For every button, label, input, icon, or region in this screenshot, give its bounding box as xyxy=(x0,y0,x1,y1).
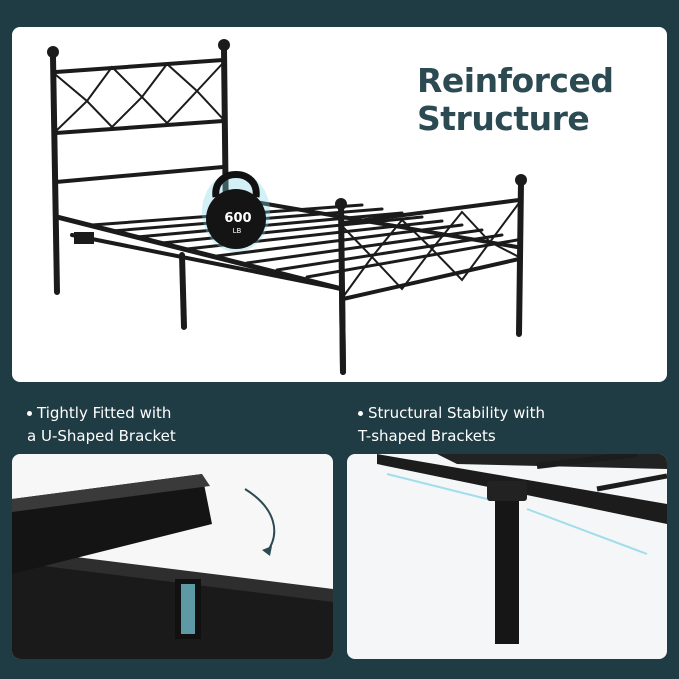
rotate-arrow-icon xyxy=(244,488,276,553)
feature-left-line-1: Tightly Fitted with xyxy=(37,404,172,422)
product-image-panel: 600 LB xyxy=(12,27,667,382)
bed-frame-illustration: 600 LB xyxy=(47,39,527,375)
headline-line-1: Reinforced xyxy=(417,61,614,100)
feature-right-line-2: T-shaped Brackets xyxy=(358,427,496,445)
headline-title: Reinforced Structure xyxy=(417,61,614,138)
bullet-icon xyxy=(358,411,363,416)
weight-unit: LB xyxy=(233,227,242,235)
t-bracket-closeup-image xyxy=(347,454,667,659)
kettlebell-icon xyxy=(202,171,270,252)
feature-caption-t-bracket: Structural Stability with T-shaped Brack… xyxy=(358,402,545,448)
weight-value: 600 xyxy=(224,211,251,226)
headline-line-2: Structure xyxy=(417,99,590,138)
feature-right-line-1: Structural Stability with xyxy=(368,404,545,422)
feature-caption-u-bracket: Tightly Fitted with a U-Shaped Bracket xyxy=(27,402,176,448)
u-bracket-closeup-image xyxy=(12,454,333,659)
feature-left-line-2: a U-Shaped Bracket xyxy=(27,427,176,445)
bullet-icon xyxy=(27,411,32,416)
